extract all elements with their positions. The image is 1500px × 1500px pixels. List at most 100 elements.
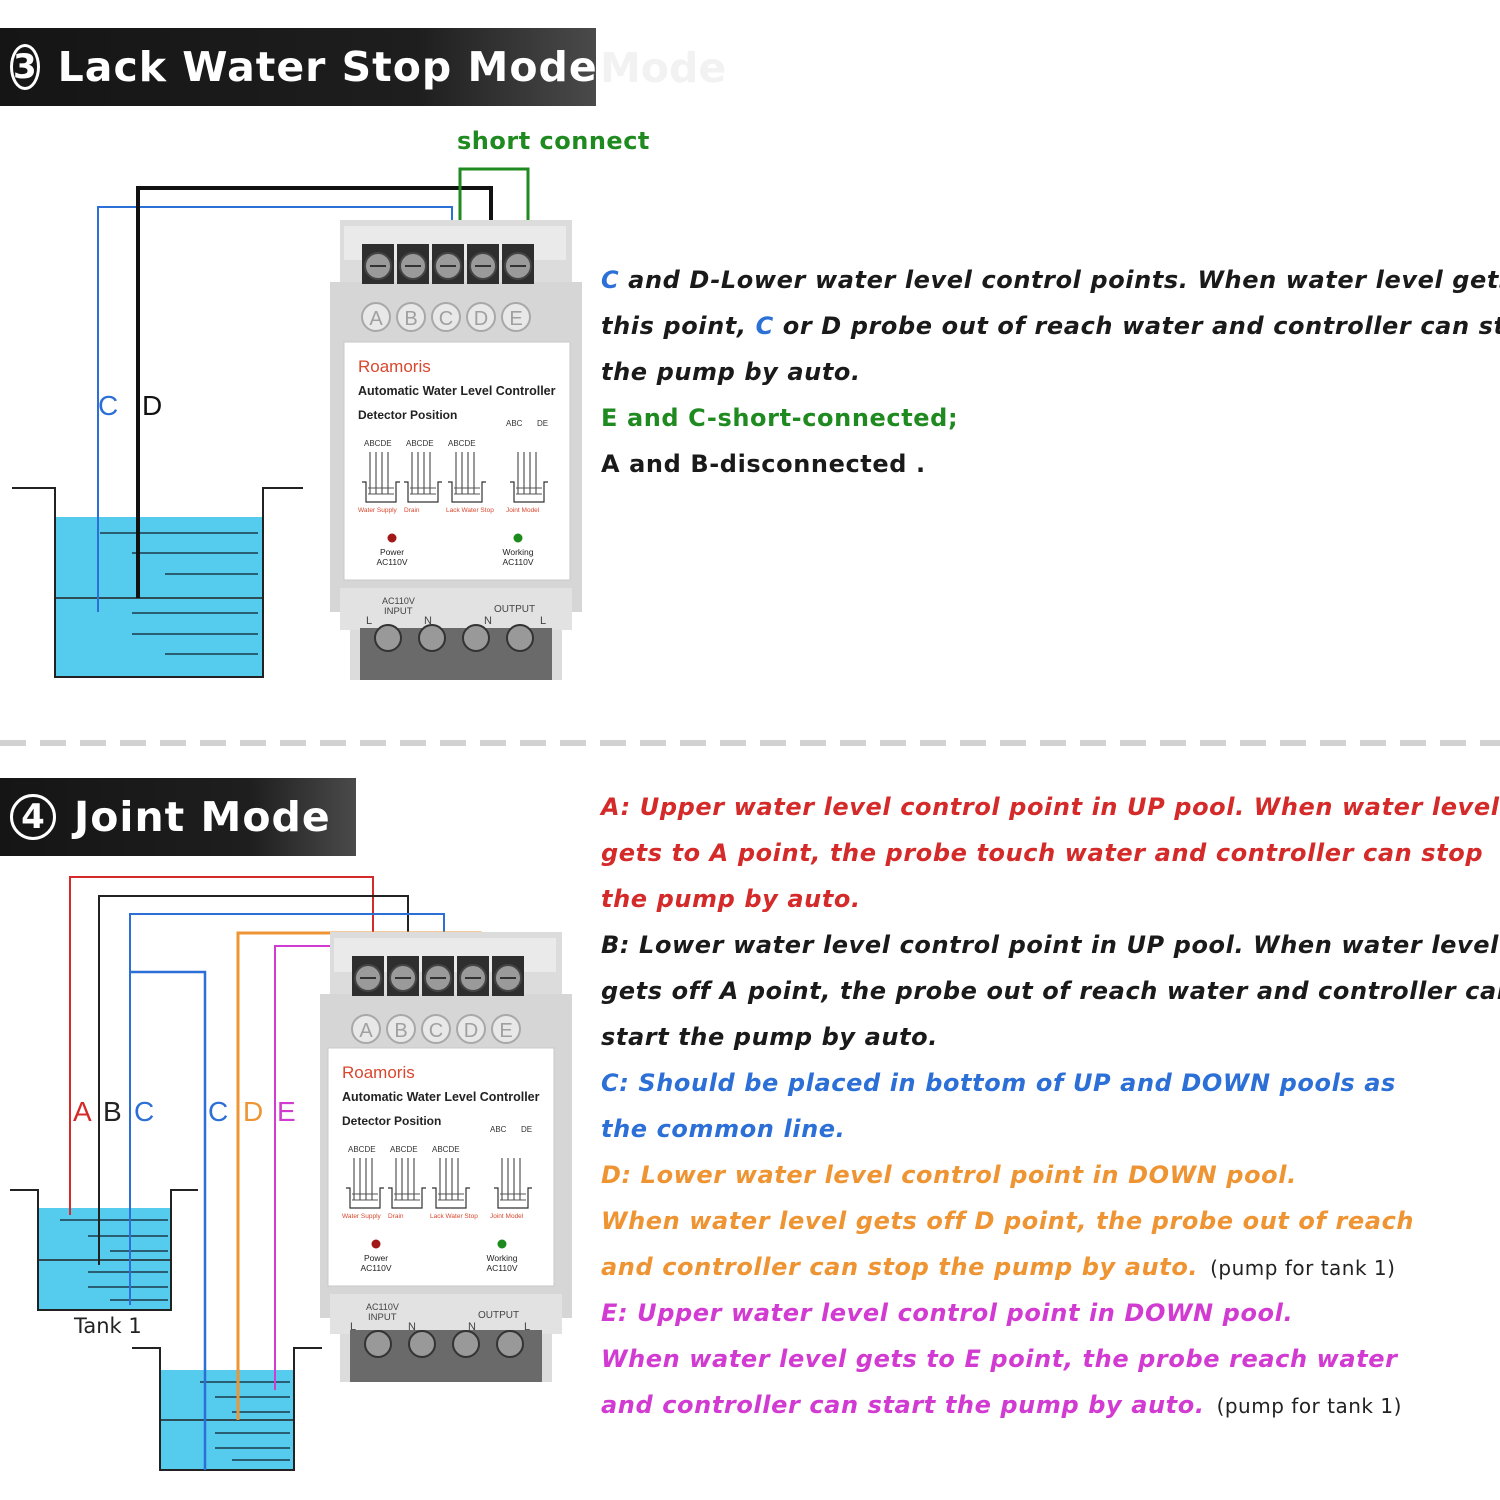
de-label: DE: [537, 419, 548, 428]
desc3-line-4: E and C-short-connected;: [601, 404, 959, 432]
terminal-letter: D: [464, 1020, 478, 1042]
input-voltage-label: AC110V: [366, 1302, 399, 1312]
section3-diagram: [12, 167, 530, 678]
abc-label: ABC: [506, 419, 523, 428]
terminal-screw: [492, 956, 524, 996]
power-label: Power: [364, 1253, 388, 1263]
section4-banner: 4 Joint Mode: [0, 778, 356, 856]
terminal-letter: B: [394, 1020, 407, 1042]
desc-d-line-1: D: Lower water level control point in DO…: [601, 1161, 1297, 1189]
abcde-label: ABCDE: [448, 439, 476, 448]
mode-label: Water Supply: [342, 1213, 382, 1220]
mode-icon: [432, 1158, 470, 1209]
terminal-letter-circle: [466, 302, 496, 332]
terminal-l-right: L: [524, 1321, 530, 1333]
terminal-n-right: N: [468, 1321, 476, 1333]
desc-d-line-2: When water level gets off D point, the p…: [601, 1207, 1415, 1235]
abc-label: ABC: [490, 1125, 507, 1134]
power-label: Power: [380, 547, 404, 557]
pump-note-e: (pump for tank 1): [1216, 1394, 1402, 1418]
desc-e-line-2: When water level gets to E point, the pr…: [601, 1345, 1398, 1373]
bottom-terminal-screw: [496, 1330, 524, 1358]
detector-position-label: Detector Position: [358, 408, 457, 422]
output-label: OUTPUT: [478, 1310, 519, 1321]
terminal-letter-circle: [361, 302, 391, 332]
terminal-letter-circle: [491, 1014, 521, 1044]
section3-number: 3: [10, 44, 40, 90]
desc-b-line-1: B: Lower water level control point in UP…: [601, 931, 1499, 959]
output-label: OUTPUT: [494, 604, 535, 615]
section-divider: [0, 740, 1500, 746]
short-connect-wire: [458, 167, 530, 248]
short-connect-label: short connect: [457, 127, 650, 155]
joint-label-a: A: [73, 1096, 92, 1127]
joint-label-b: B: [103, 1096, 122, 1127]
mode-icon: [510, 452, 548, 503]
tank-1-label: Tank 1: [74, 1314, 142, 1338]
c-highlight-1: C: [601, 266, 620, 294]
desc-e-line-1: E: Upper water level control point in DO…: [601, 1299, 1294, 1327]
terminal-letter-circle: [386, 1014, 416, 1044]
desc-b-line-3: start the pump by auto.: [601, 1023, 938, 1051]
mode-icon: [404, 452, 442, 503]
power-voltage: AC110V: [376, 557, 407, 567]
terminal-l-left: L: [366, 615, 372, 627]
desc3-line-1: C and D-Lower water level control points…: [601, 266, 1500, 294]
input-label: INPUT: [368, 1312, 397, 1323]
mode-icon: [388, 1158, 426, 1209]
section4-title: Joint Mode: [74, 793, 331, 841]
bottom-terminal-screw: [364, 1330, 392, 1358]
input-voltage-label: AC110V: [382, 596, 415, 606]
desc-c-line-2: the common line.: [601, 1115, 846, 1143]
bottom-terminal-screw: [374, 624, 402, 652]
pump-note-d: (pump for tank 1): [1210, 1256, 1396, 1280]
mode-label: Lack Water Stop: [430, 1213, 478, 1220]
wire-d-section3: [136, 186, 493, 598]
terminal-letter-circle: [351, 1014, 381, 1044]
mode-icon: [448, 452, 486, 503]
terminal-l-right: L: [540, 615, 546, 627]
section3-ghost-text: Mode: [600, 44, 727, 92]
mode-label: Joint Model: [506, 507, 540, 514]
desc-a-line-3: the pump by auto.: [601, 885, 861, 913]
desc3-line-5: A and B-disconnected .: [601, 450, 926, 478]
terminal-letter-circle: [501, 302, 531, 332]
mode-icon: [362, 452, 400, 503]
terminal-letter: D: [474, 308, 488, 330]
section3-description: C and D-Lower water level control points…: [601, 257, 1500, 487]
bottom-terminal-screw: [408, 1330, 436, 1358]
terminal-letter: C: [439, 308, 453, 330]
mode-label: Lack Water Stop: [446, 507, 494, 514]
power-voltage: AC110V: [360, 1263, 391, 1273]
c-highlight-2: C: [755, 312, 774, 340]
detector-position-label: Detector Position: [342, 1114, 441, 1128]
mode-label: Joint Model: [490, 1213, 524, 1220]
terminal-screw: [397, 244, 429, 284]
wire-c-joint-branch: [130, 970, 207, 1470]
terminal-screw: [467, 244, 499, 284]
abcde-label: ABCDE: [406, 439, 434, 448]
terminal-n-right: N: [484, 615, 492, 627]
section4-description: A: Upper water level control point in UP…: [601, 784, 1500, 1428]
product-name: Automatic Water Level Controller: [358, 384, 556, 398]
mode-icon: [346, 1158, 384, 1209]
mode-label: Drain: [404, 507, 420, 514]
mode-label: Water Supply: [358, 507, 398, 514]
terminal-screw: [352, 956, 384, 996]
input-label: INPUT: [384, 606, 413, 617]
terminal-n-left: N: [408, 1321, 416, 1333]
section4-diagram: [10, 876, 513, 1471]
wire-label-c: C: [98, 390, 119, 421]
abcde-label: ABCDE: [348, 1145, 376, 1154]
tank-2: [132, 1347, 322, 1471]
terminal-letter: E: [499, 1020, 512, 1042]
tank-1: [10, 1189, 198, 1311]
joint-label-c1: C: [134, 1096, 155, 1127]
terminal-letter: C: [429, 1020, 443, 1042]
working-led: [497, 1239, 507, 1249]
working-label: Working: [486, 1253, 517, 1263]
abcde-label: ABCDE: [390, 1145, 418, 1154]
tank-section3: [12, 487, 303, 678]
abcde-label: ABCDE: [432, 1145, 460, 1154]
